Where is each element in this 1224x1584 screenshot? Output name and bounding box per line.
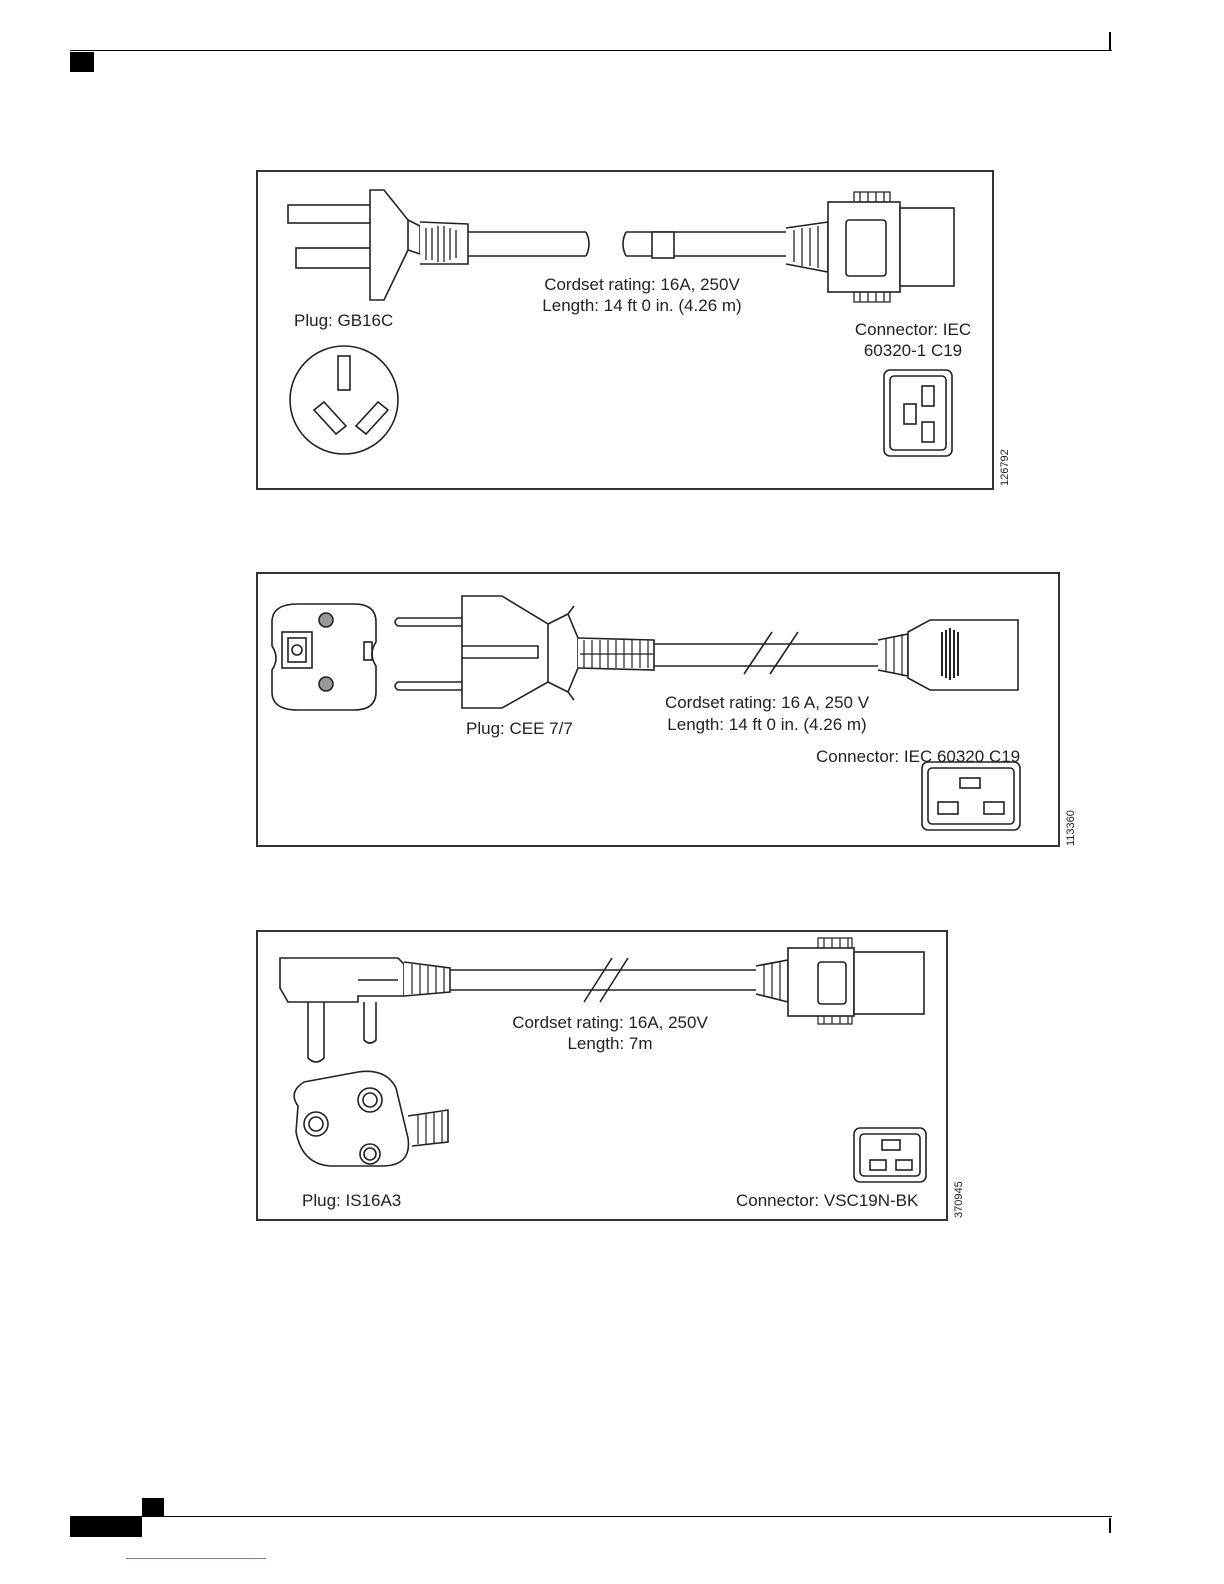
footer-tab-marker bbox=[142, 1498, 164, 1516]
figure-id-3: 370945 bbox=[953, 1181, 965, 1218]
connector-label-2: Connector: IEC 60320 C19 bbox=[816, 746, 1020, 767]
figure-id-1: 126792 bbox=[999, 449, 1011, 486]
connector-label-1b: 60320-1 C19 bbox=[842, 340, 984, 361]
connector-label-1a: Connector: IEC bbox=[842, 319, 984, 340]
is16a3-cord-illustration bbox=[258, 932, 946, 1219]
figure-cee77-cord: Plug: CEE 7/7 Cordset rating: 16 A, 250 … bbox=[256, 572, 1060, 847]
cordset-length-2: Length: 14 ft 0 in. (4.26 m) bbox=[642, 714, 892, 735]
cordset-rating-2: Cordset rating: 16 A, 250 V bbox=[642, 692, 892, 713]
header-corner-marker bbox=[70, 52, 94, 72]
cordset-rating-3: Cordset rating: 16A, 250V bbox=[490, 1012, 730, 1033]
cordset-length-1: Length: 14 ft 0 in. (4.26 m) bbox=[522, 295, 762, 316]
cordset-length-3: Length: 7m bbox=[490, 1033, 730, 1054]
plug-label-gb16c: Plug: GB16C bbox=[294, 310, 393, 331]
figure-is16a3-cord: Plug: IS16A3 Cordset rating: 16A, 250V L… bbox=[256, 930, 948, 1221]
header-right-tick bbox=[1109, 32, 1111, 50]
cordset-rating-1: Cordset rating: 16A, 250V bbox=[522, 274, 762, 295]
figure-id-2: 113360 bbox=[1065, 810, 1077, 846]
plug-label-is16a3: Plug: IS16A3 bbox=[302, 1190, 401, 1211]
plug-label-cee77: Plug: CEE 7/7 bbox=[466, 718, 573, 739]
footer-rule bbox=[70, 1516, 1112, 1517]
header-rule bbox=[70, 50, 1112, 51]
footer-page-block bbox=[70, 1517, 142, 1537]
footer-right-tick bbox=[1109, 1518, 1111, 1533]
footer-link-underline bbox=[126, 1558, 266, 1559]
connector-label-3: Connector: VSC19N-BK bbox=[736, 1190, 918, 1211]
figure-gb16c-cord: Plug: GB16C Cordset rating: 16A, 250V Le… bbox=[256, 170, 994, 490]
